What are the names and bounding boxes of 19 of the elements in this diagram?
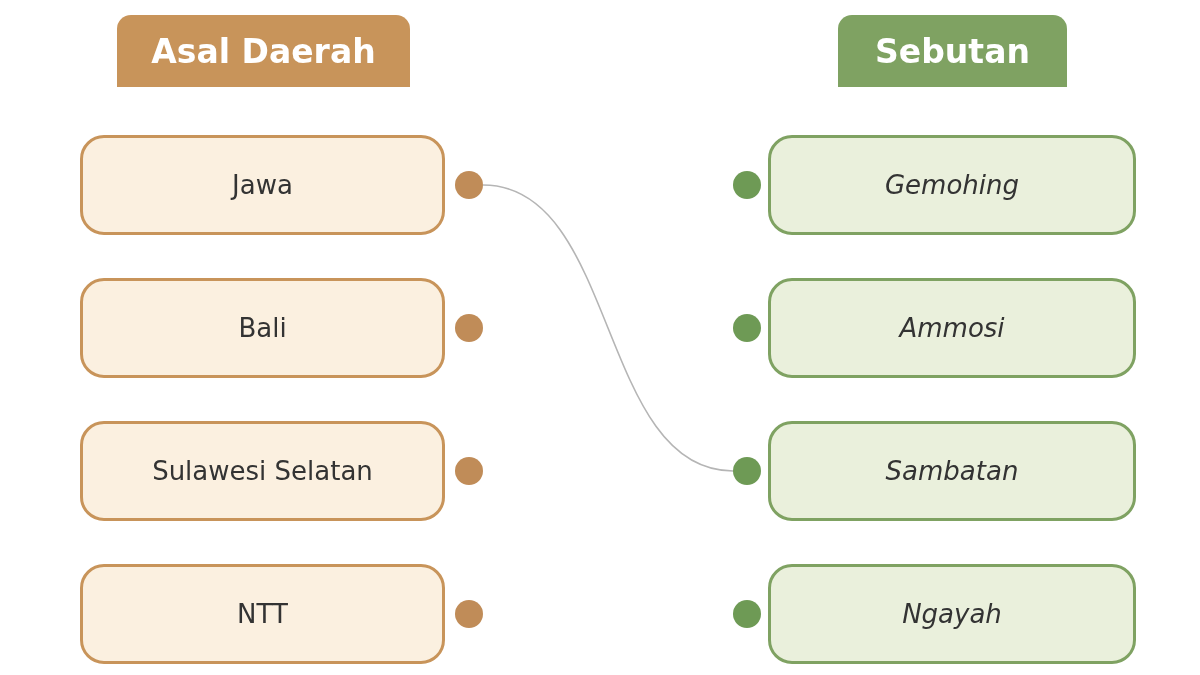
term-box: Ammosi <box>768 278 1136 378</box>
connector-dot <box>455 457 483 485</box>
region-box: Sulawesi Selatan <box>80 421 445 521</box>
connector-dot <box>455 314 483 342</box>
column-header: Sebutan <box>838 15 1067 87</box>
connector-dot <box>455 600 483 628</box>
region-box: NTT <box>80 564 445 664</box>
connector-dot <box>733 171 761 199</box>
term-box: Ngayah <box>768 564 1136 664</box>
connector-dot <box>733 457 761 485</box>
term-box: Gemohing <box>768 135 1136 235</box>
region-box: Bali <box>80 278 445 378</box>
connector-dot <box>455 171 483 199</box>
connector-line <box>482 184 734 472</box>
column-header: Asal Daerah <box>117 15 410 87</box>
term-box: Sambatan <box>768 421 1136 521</box>
region-box: Jawa <box>80 135 445 235</box>
connector-dot <box>733 600 761 628</box>
connector-dot <box>733 314 761 342</box>
